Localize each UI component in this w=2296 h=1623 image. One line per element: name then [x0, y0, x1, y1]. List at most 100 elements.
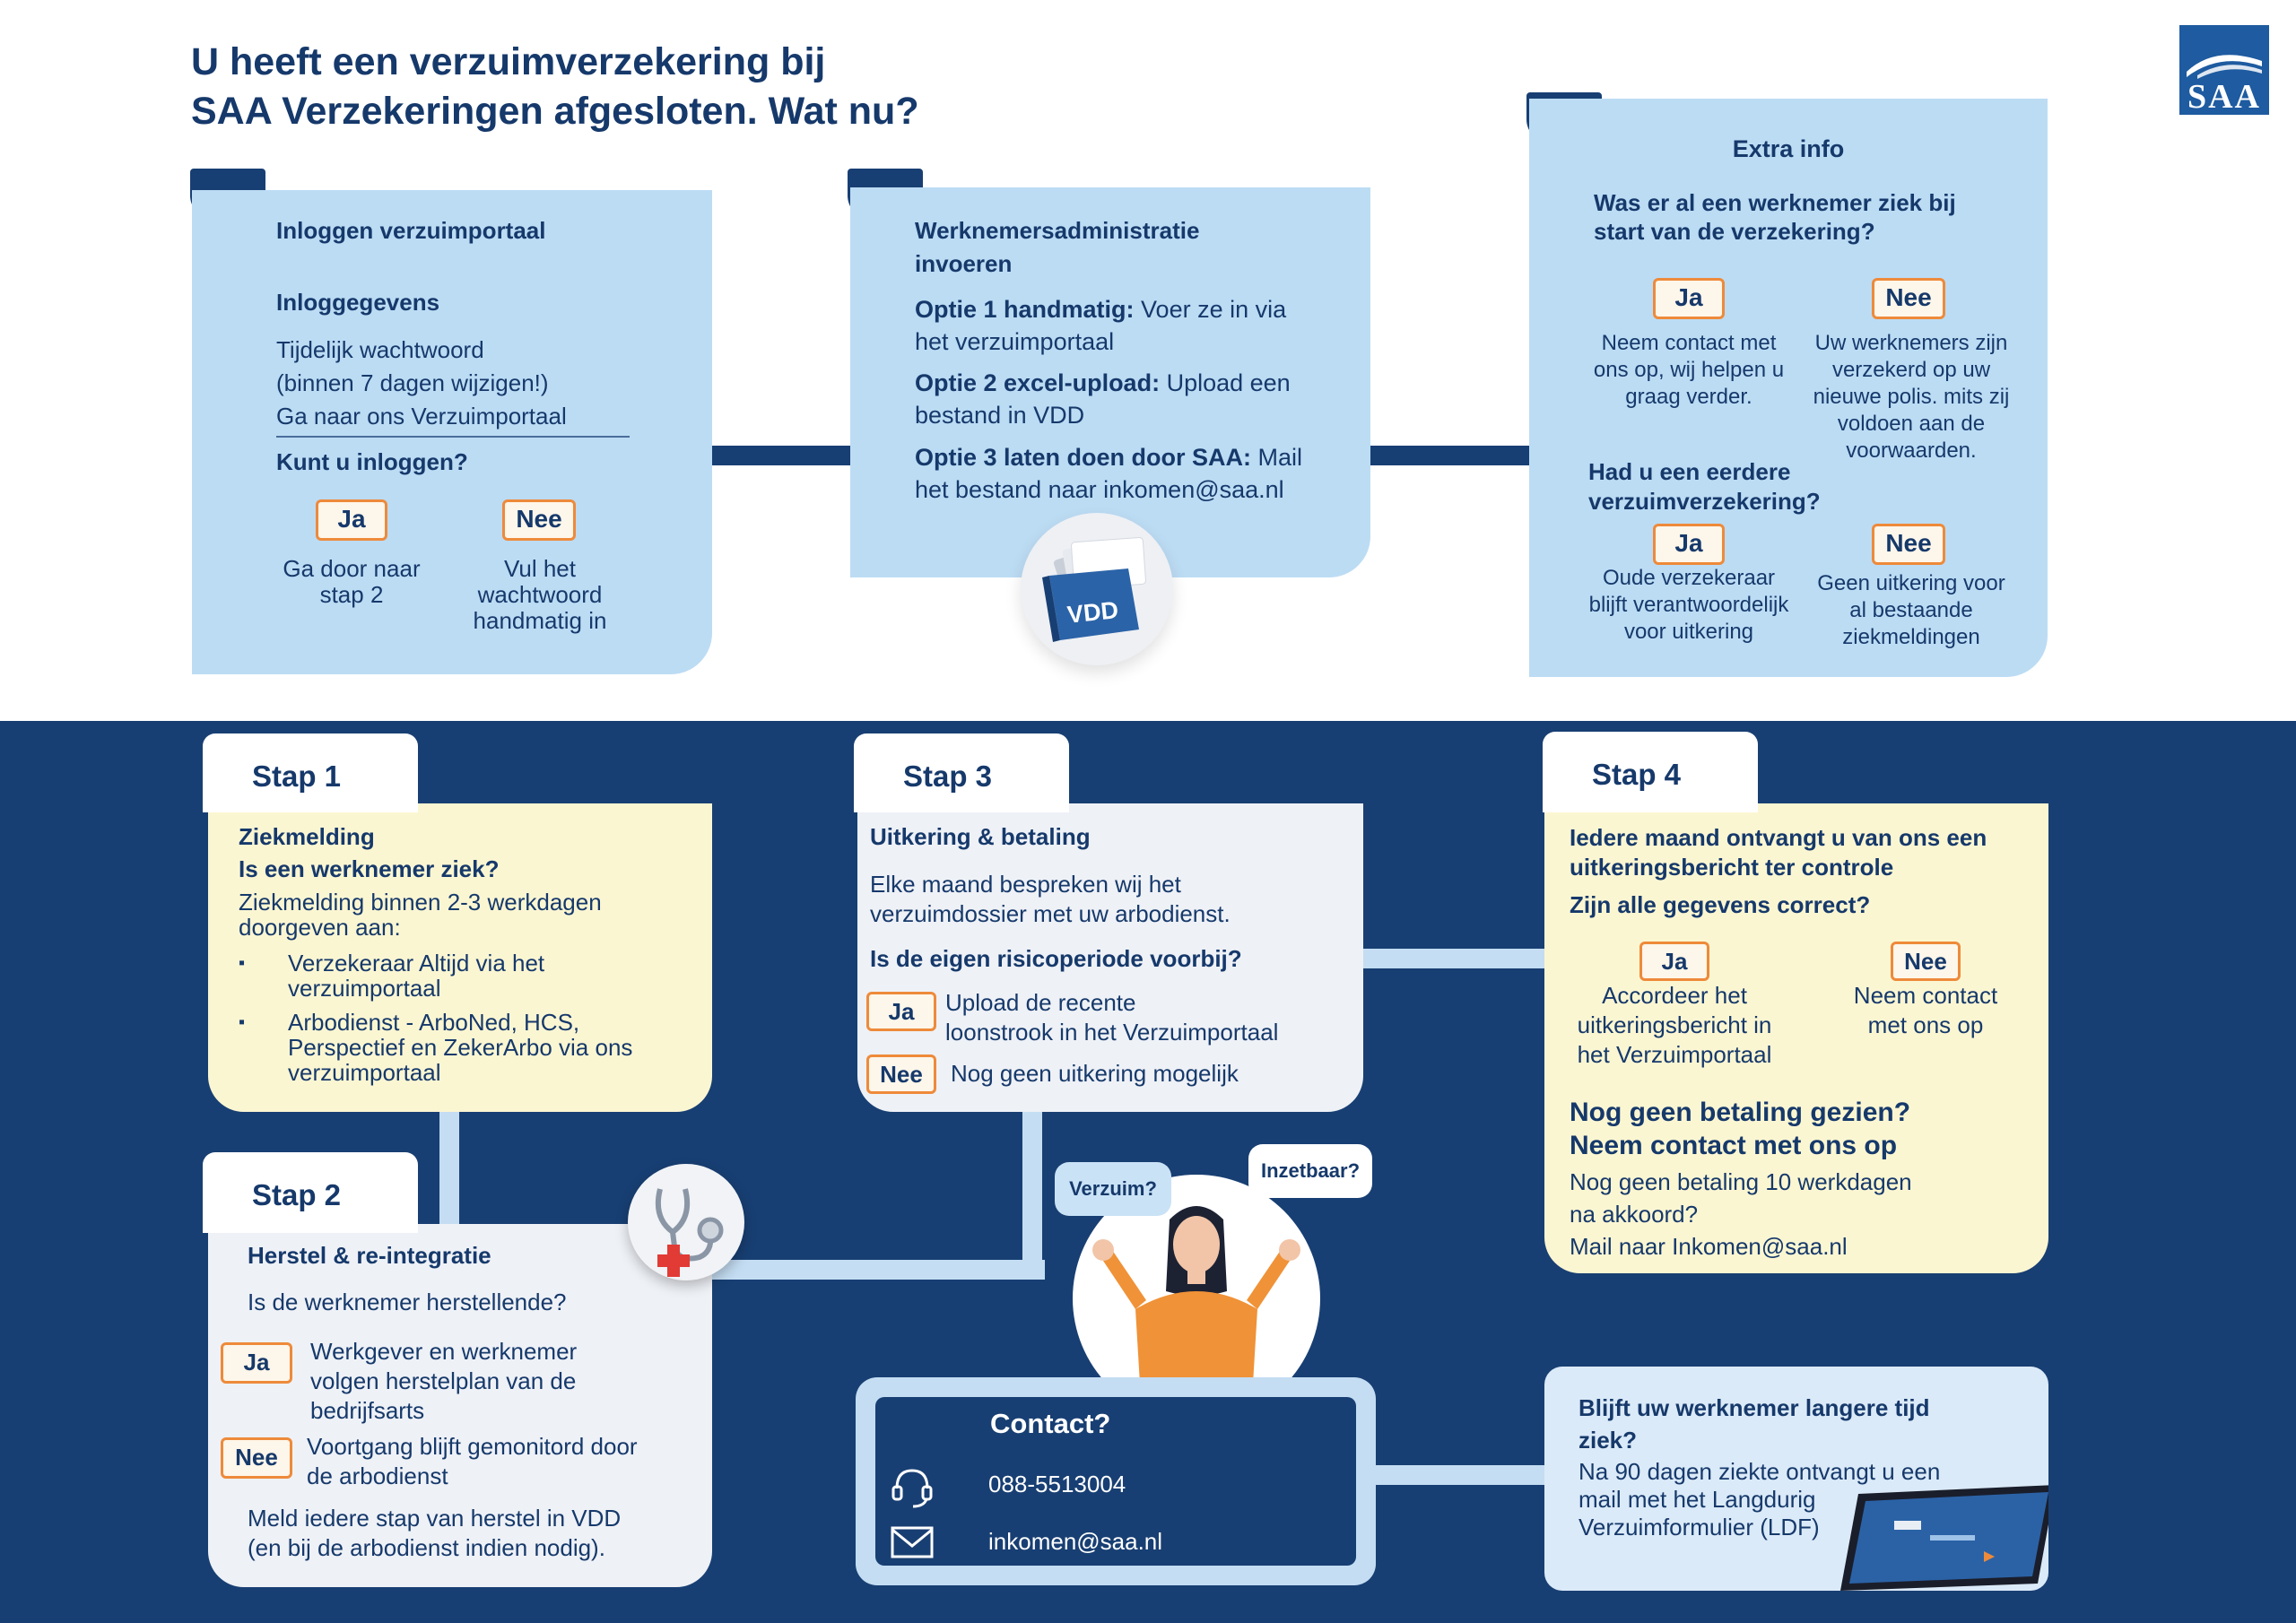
stap4-payment-line1: Nog geen betaling 10 werkdagen — [1570, 1168, 1912, 1195]
contact-inner: Contact? 088-5513004 inkomen@saa.nl — [875, 1397, 1356, 1566]
extra-q1: Was er al een werknemer ziek bij start v… — [1594, 188, 1956, 246]
connector-contact-longterm — [1372, 1465, 1547, 1485]
admin-opt1-line2: het verzuimportaal — [915, 328, 1115, 355]
extra-q1-line2: start van de verzekering? — [1594, 218, 1875, 245]
extra-q1-no-badge: Nee — [1872, 278, 1945, 319]
extra-q1-yes-line1: Neem contact met — [1601, 331, 1777, 355]
longterm-text: Na 90 dagen ziekte ontvangt u een mail m… — [1578, 1458, 1940, 1541]
logo-text: SAA — [2187, 78, 2262, 116]
stap4-no-text: Neem contact met ons op — [1805, 981, 2047, 1040]
connector-stap2-stap3-v — [1022, 1107, 1042, 1280]
vdd-folder-badge: VDD — [1021, 513, 1173, 665]
logo-wave-icon — [2187, 55, 2262, 79]
stap4-payment-line2: na akkoord? — [1570, 1201, 1699, 1228]
stap4-yes-line3: het Verzuimportaal — [1577, 1041, 1772, 1068]
extra-q1-no-line3: nieuwe polis. mits zij — [1813, 385, 2010, 409]
stap4-yes-line2: uitkeringsbericht in — [1577, 1011, 1772, 1038]
login-card-subtitle: Inloggegevens — [276, 289, 440, 316]
admin-option-1: Optie 1 handmatig: Voer ze in via het ve… — [915, 293, 1286, 358]
stap3-card: Uitkering & betaling Elke maand bespreke… — [857, 803, 1363, 1112]
stap3-yes-line1: Upload de recente — [945, 989, 1136, 1016]
login-line2: (binnen 7 dagen wijzigen!) — [276, 369, 549, 396]
folder-icon — [1042, 537, 1146, 642]
stap2-question: Is de werknemer herstellende? — [248, 1289, 567, 1315]
extra-q2-yes-line2: blijft verantwoordelijk — [1588, 593, 1789, 617]
stap1-tab: Stap 1 — [203, 733, 418, 812]
contact-box: Contact? 088-5513004 inkomen@saa.nl — [856, 1377, 1376, 1585]
stap1-card: Ziekmelding Is een werknemer ziek? Ziekm… — [208, 803, 712, 1112]
extra-q1-no-line1: Uw werknemers zijn — [1814, 331, 2008, 355]
admin-option-2: Optie 2 excel-upload: Upload een bestand… — [915, 367, 1291, 431]
bubble-inzetbaar: Inzetbaar? — [1248, 1144, 1372, 1198]
extra-q1-no-line5: voorwaarden. — [1846, 438, 1977, 463]
stap2-no-badge: Nee — [221, 1437, 292, 1479]
stap4-title: Iedere maand ontvangt u van ons een uitk… — [1570, 823, 1987, 882]
stap4-payment-question: Nog geen betaling gezien? Neem contact m… — [1570, 1096, 1910, 1162]
extra-q2: Had u een eerdere verzuimverzekering? — [1588, 457, 1821, 516]
login-no-line3: handmatig in — [473, 607, 607, 634]
extra-q2-no-badge: Nee — [1872, 524, 1945, 565]
admin-title-line1: Werknemersadministratie — [915, 217, 1200, 244]
stap1-bullet-2: Arbodienst - ArboNed, HCS, Perspectief e… — [239, 1010, 705, 1085]
admin-card: Werknemersadministratie invoeren Optie 1… — [850, 187, 1370, 577]
stap2-tab: Stap 2 — [203, 1152, 418, 1233]
stap4-yes-badge: Ja — [1639, 942, 1709, 981]
headset-icon — [891, 1469, 933, 1508]
laptop-icon — [1840, 1485, 2048, 1591]
stap1-title: Ziekmelding — [239, 823, 375, 850]
contact-phone[interactable]: 088-5513004 — [988, 1471, 1126, 1497]
login-no-line1: Vul het — [504, 555, 576, 582]
admin-opt2-rest: Upload een — [1160, 369, 1291, 396]
extra-q2-no-line3: ziekmeldingen — [1842, 625, 1980, 649]
bubble-verzuim: Verzuim? — [1055, 1162, 1171, 1216]
stethoscope-icon — [655, 1188, 724, 1277]
stap1-text: Ziekmelding binnen 2-3 werkdagen doorgev… — [239, 890, 602, 940]
extra-card-title: Extra info — [1732, 135, 1845, 162]
admin-opt1-bold: Optie 1 handmatig: — [915, 296, 1135, 323]
stap4-yes-text: Accordeer het uitkeringsbericht in het V… — [1544, 981, 1805, 1070]
stap1-line2: doorgeven aan: — [239, 914, 401, 941]
stap4-payment-text: Nog geen betaling 10 werkdagen na akkoor… — [1570, 1166, 1912, 1263]
login-yes-line1: Ga door naar — [283, 555, 421, 582]
longterm-title: Blijft uw werknemer langere tijd ziek? — [1578, 1392, 1930, 1456]
stap2-no-text: Voortgang blijft gemonitord door de arbo… — [307, 1432, 638, 1491]
extra-q2-no-line2: al bestaande — [1849, 598, 1973, 622]
stap1-bullet1-line2: verzuimportaal — [288, 975, 441, 1002]
page-title-line1: U heeft een verzuimverzekering bij — [191, 40, 826, 83]
stap3-yes-badge: Ja — [866, 992, 936, 1031]
stap3-text: Elke maand bespreken wij het verzuimdoss… — [870, 870, 1231, 929]
stethoscope-badge — [628, 1164, 744, 1280]
stap4-question: Zijn alle gegevens correct? — [1570, 891, 1871, 918]
stap3-no-badge: Nee — [866, 1055, 936, 1094]
longterm-title-line1: Blijft uw werknemer langere tijd — [1578, 1394, 1930, 1421]
login-divider — [276, 436, 630, 438]
stap2-no-line2: de arbodienst — [307, 1462, 448, 1489]
admin-opt3-line2: het bestand naar inkomen@saa.nl — [915, 476, 1284, 503]
envelope-icon — [891, 1526, 934, 1558]
admin-opt2-bold: Optie 2 excel-upload: — [915, 369, 1161, 396]
extra-q1-yes-badge: Ja — [1653, 278, 1725, 319]
extra-q2-yes-line1: Oude verzekeraar — [1602, 566, 1776, 590]
contact-title: Contact? — [990, 1408, 1111, 1439]
page-title-line2: SAA Verzekeringen afgesloten. Wat nu? — [191, 90, 919, 133]
extra-q2-yes-text: Oude verzekeraar blijft verantwoordelijk… — [1565, 565, 1813, 646]
longterm-line1: Na 90 dagen ziekte ontvangt u een — [1578, 1458, 1941, 1485]
stap4-card: Iedere maand ontvangt u van ons een uitk… — [1544, 803, 2048, 1273]
login-no-line2: wachtwoord — [477, 581, 603, 608]
extra-q1-no-line2: verzekerd op uw — [1831, 358, 1991, 382]
stap4-payment-line3: Mail naar Inkomen@saa.nl — [1570, 1233, 1848, 1260]
contact-email[interactable]: inkomen@saa.nl — [988, 1528, 1163, 1555]
login-card: Inloggen verzuimportaal Inloggegevens Ti… — [192, 190, 712, 674]
login-line3: Ga naar ons Verzuimportaal — [276, 403, 567, 430]
stap3-tab: Stap 3 — [854, 733, 1069, 812]
extra-q1-yes-text: Neem contact met ons op, wij helpen u gr… — [1565, 330, 1813, 411]
extra-q2-no-text: Geen uitkering voor al bestaande ziekmel… — [1787, 570, 2035, 651]
stap3-title: Uitkering & betaling — [870, 823, 1091, 850]
stap2-footer: Meld iedere stap van herstel in VDD (en … — [248, 1504, 621, 1563]
extra-q2-yes-line3: voor uitkering — [1623, 620, 1754, 644]
stap1-bullet2-line1: Arbodienst - ArboNed, HCS, — [288, 1009, 580, 1036]
stap2-yes-badge: Ja — [221, 1342, 292, 1384]
extra-q2-line1: Had u een eerdere — [1588, 458, 1791, 485]
connector-stap2-stap3-h — [709, 1260, 1045, 1280]
admin-card-title: Werknemersadministratie invoeren — [915, 214, 1199, 281]
